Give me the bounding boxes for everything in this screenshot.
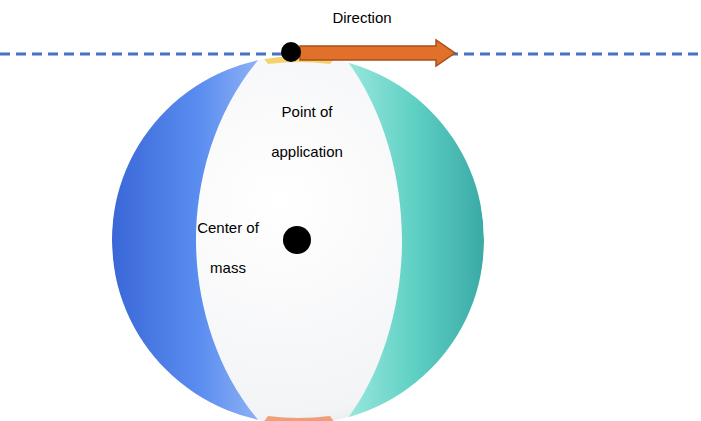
- center-of-mass-dot: [283, 226, 311, 254]
- direction-label: Direction: [322, 0, 402, 38]
- ball-body: [100, 50, 500, 421]
- application-point: [281, 42, 301, 62]
- center-label: Center of mass: [180, 208, 276, 288]
- force-arrow: [300, 40, 455, 66]
- point-label: Point of application: [247, 92, 367, 172]
